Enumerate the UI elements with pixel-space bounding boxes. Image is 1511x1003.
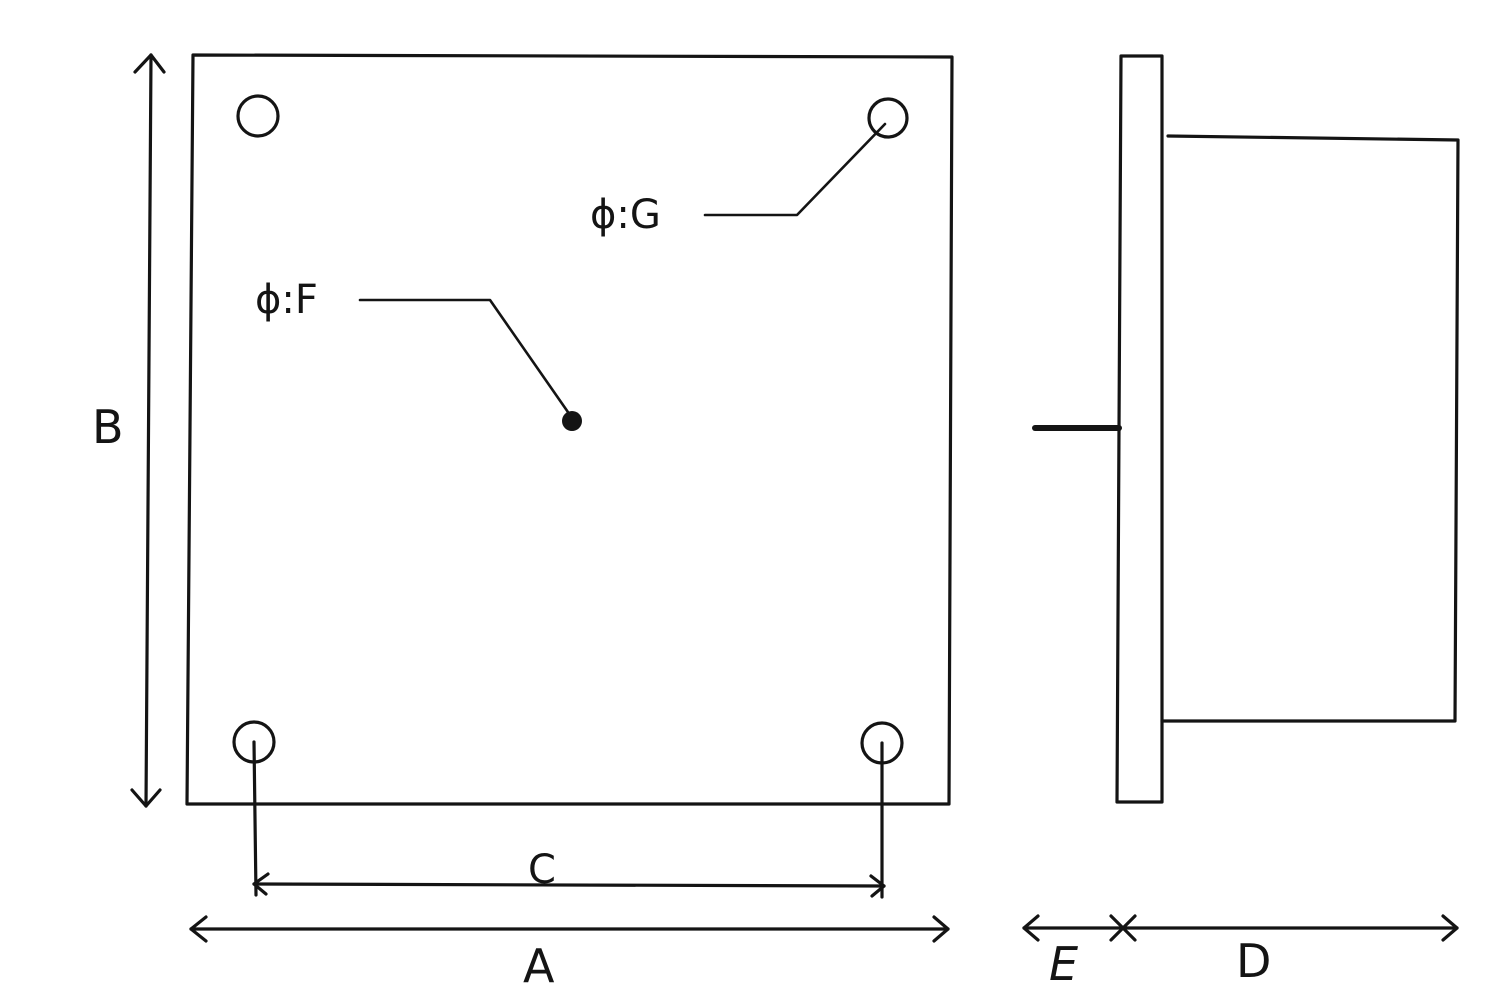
label-f: ϕ:F: [255, 277, 318, 323]
dimension-a: A: [189, 915, 950, 993]
mounting-hole-top-left: [236, 94, 280, 138]
side-flange: [1115, 54, 1164, 804]
label-g: ϕ:G: [590, 192, 661, 238]
front-plate-outline: [185, 53, 954, 806]
mounting-hole-top-right: [867, 97, 909, 139]
center-shaft: [562, 411, 582, 431]
front-view: ϕ:F ϕ:G: [185, 53, 954, 806]
label-c: C: [528, 847, 556, 893]
leader-line-g: [703, 122, 887, 217]
side-body: [1160, 134, 1460, 723]
label-d: D: [1236, 934, 1271, 988]
side-view: [1032, 54, 1460, 804]
leader-line-f: [358, 298, 572, 417]
dimension-e-d: E D: [1022, 914, 1459, 991]
label-e: E: [1049, 937, 1078, 991]
dimension-c: C: [252, 740, 886, 899]
label-a: A: [523, 939, 555, 993]
label-b: B: [92, 400, 124, 454]
dimension-b: B: [92, 53, 166, 808]
